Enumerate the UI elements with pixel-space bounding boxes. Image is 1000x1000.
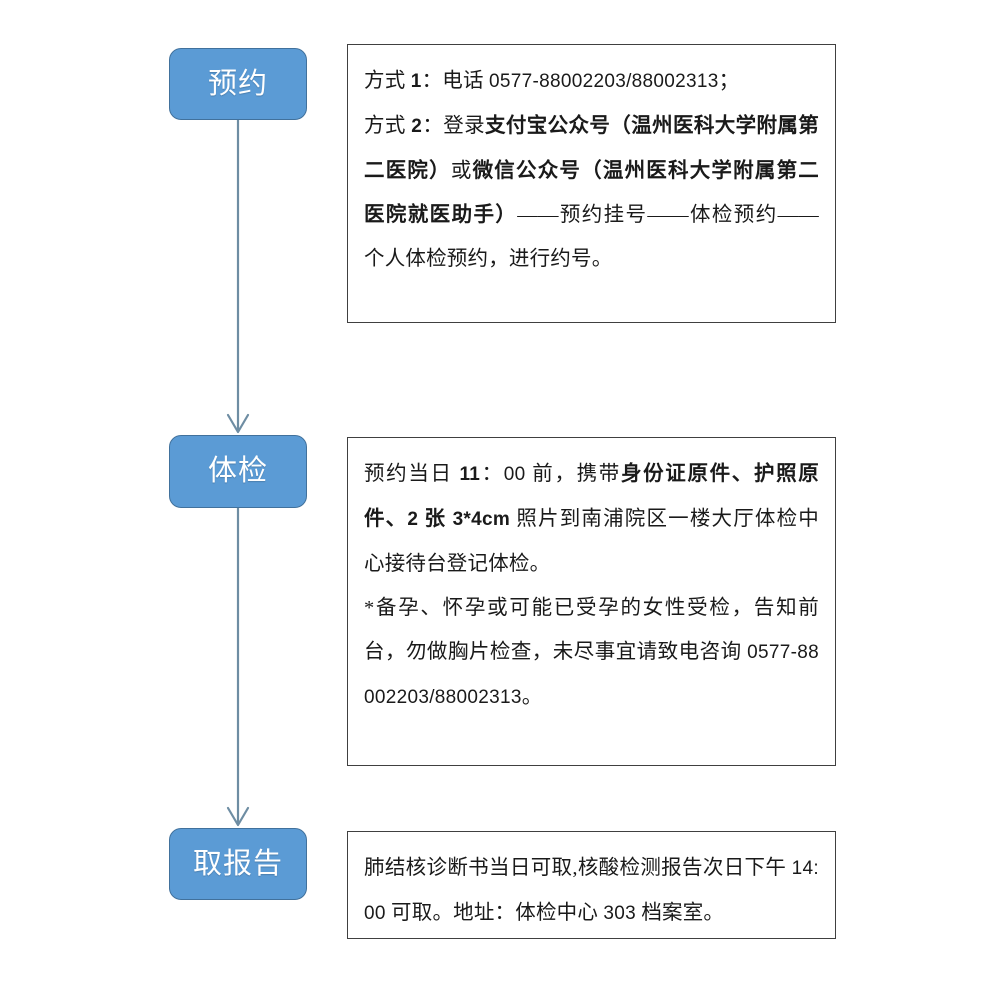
node-label-appointment: 预约 — [207, 67, 268, 100]
panel-2-line-2: *备孕、怀孕或可能已受孕的女性受检，告知前台，勿做胸片检查，未尽事宜请致电咨询 … — [364, 586, 819, 720]
text-frag: 肺结核诊断书当日可取,核酸检测报告次日下午 — [364, 857, 792, 879]
text-frag: 或 — [450, 160, 473, 182]
text-frag: ：登录 — [422, 115, 485, 137]
pregnancy-notice: *备孕、怀孕或可能已受孕的女性受检，告知前台，勿做胸片检查，未尽事宜请致电咨询 — [364, 597, 819, 663]
text-frag: 预约当日 — [364, 463, 460, 485]
text-frag: 档案室。 — [636, 902, 725, 924]
text-frag: 方式 — [364, 70, 411, 92]
text-frag: 方式 — [364, 115, 412, 137]
pickup-time: 14:00 — [364, 858, 819, 924]
node-label-examination: 体检 — [207, 455, 268, 487]
connector-examination-to-report — [226, 508, 250, 827]
node-step-examination[interactable]: 体检 — [169, 435, 307, 508]
text-frag: ：电话 — [421, 70, 490, 92]
panel-2-line-1: 预约当日 11：00 前，携带身份证原件、护照原件、2 张 3*4cm 照片到南… — [364, 452, 819, 586]
alipay-account-name: 支付宝公众号（温州医科大学附属第二医院） — [364, 115, 819, 182]
panel-step-examination: 预约当日 11：00 前，携带身份证原件、护照原件、2 张 3*4cm 照片到南… — [347, 437, 836, 766]
panel-3-line-1: 肺结核诊断书当日可取,核酸检测报告次日下午 14:00 可取。地址：体检中心 3… — [364, 846, 819, 936]
text-frag: 前，携带 — [525, 463, 621, 485]
arrival-time-hour: 11 — [459, 464, 481, 485]
text-frag: ： — [480, 463, 504, 485]
panel-step-report: 肺结核诊断书当日可取,核酸检测报告次日下午 14:00 可取。地址：体检中心 3… — [347, 831, 836, 939]
panel-1-line-2: 方式 2：登录支付宝公众号（温州医科大学附属第二医院）或微信公众号（温州医科大学… — [364, 104, 819, 281]
text-frag: 照片到南浦院区一楼大厅体检中心接待台登记体检。 — [364, 508, 819, 575]
connector-appointment-to-examination — [226, 120, 250, 434]
text-frag: 可取。地址：体检中心 — [385, 902, 604, 924]
phone-number: 0577-88002203/88002313 — [489, 71, 719, 92]
node-step-report[interactable]: 取报告 — [169, 828, 307, 900]
room-number: 303 — [603, 903, 636, 924]
text-frag: 张 — [418, 508, 453, 530]
panel-step-appointment: 方式 1：电话 0577-88002203/88002313； 方式 2：登录支… — [347, 44, 836, 323]
text-frag: 。 — [521, 686, 543, 708]
arrival-time-minute: 00 — [503, 464, 526, 485]
photo-count: 2 — [407, 509, 419, 530]
text-frag: ； — [718, 70, 740, 92]
required-documents: 身份证原件、护照原件、 — [364, 463, 819, 530]
text-frag: ——预约挂号——体检预约——个人体检预约，进行约号。 — [364, 204, 819, 270]
photo-size: 3*4cm — [452, 509, 511, 530]
panel-1-line-1: 方式 1：电话 0577-88002203/88002313； — [364, 59, 819, 104]
text-frag: 2 — [411, 116, 423, 137]
text-frag: 1 — [410, 71, 422, 92]
node-label-report: 取报告 — [192, 847, 283, 880]
node-step-appointment[interactable]: 预约 — [169, 48, 307, 120]
wechat-account-name: 微信公众号（温州医科大学附属第二医院就医助手） — [364, 160, 819, 226]
phone-number: 0577-88002203/88002313 — [364, 642, 819, 708]
